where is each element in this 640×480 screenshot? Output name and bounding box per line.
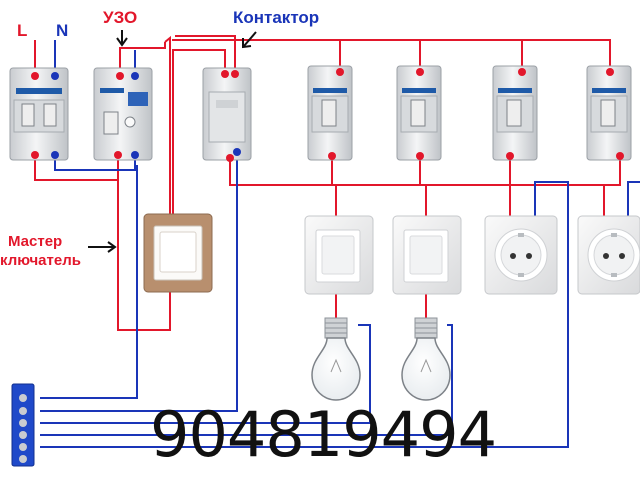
master-switch-label-line1: Мастер bbox=[8, 233, 63, 250]
main-breaker bbox=[9, 67, 69, 161]
rcd-label: УЗО bbox=[103, 8, 138, 27]
neutral-label: N bbox=[56, 21, 69, 40]
phase-wires bbox=[34, 35, 621, 331]
breaker-light-1 bbox=[307, 65, 353, 161]
rcd-device bbox=[93, 67, 153, 161]
neutral-bus-bar bbox=[11, 383, 35, 467]
contactor-arrow bbox=[243, 31, 257, 47]
light-switch-2 bbox=[392, 215, 462, 295]
contactor-device bbox=[202, 67, 252, 161]
contactor-label: Контактор bbox=[233, 8, 320, 27]
bulb-2 bbox=[401, 317, 451, 401]
phone-number-overlay: 904819494 bbox=[150, 398, 497, 471]
socket-2 bbox=[577, 215, 640, 295]
phase-label: L bbox=[17, 21, 28, 40]
breaker-light-2 bbox=[396, 65, 442, 161]
master-switch-label-line2: ключатель bbox=[0, 252, 81, 269]
neutral-wires bbox=[40, 40, 640, 448]
socket-1 bbox=[484, 215, 558, 295]
annotation-arrows bbox=[88, 30, 257, 253]
light-switch-1 bbox=[304, 215, 374, 295]
terminal-dots bbox=[31, 68, 624, 162]
bulb-1 bbox=[311, 317, 361, 401]
breaker-socket-1 bbox=[492, 65, 538, 161]
master-switch bbox=[143, 213, 213, 293]
breaker-socket-2 bbox=[586, 65, 632, 161]
